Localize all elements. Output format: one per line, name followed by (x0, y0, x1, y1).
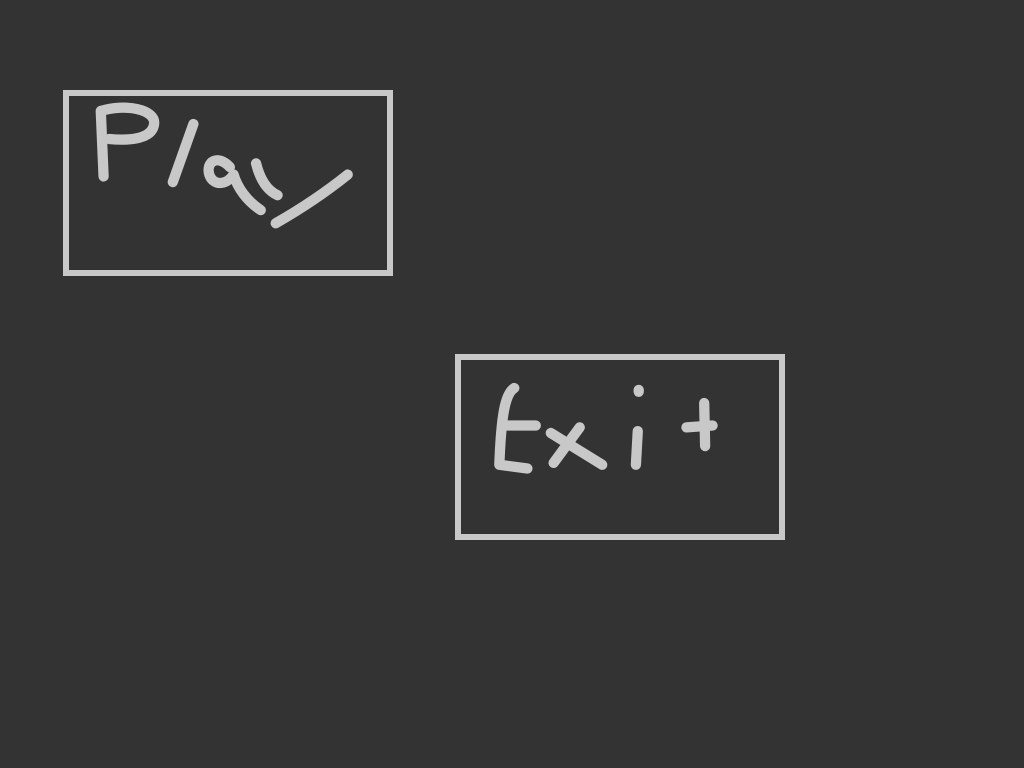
play-button[interactable]: Play (63, 90, 393, 276)
exit-button[interactable]: Exit (455, 354, 785, 540)
play-label-handwritten (95, 102, 353, 229)
exit-label-handwritten (494, 382, 718, 474)
